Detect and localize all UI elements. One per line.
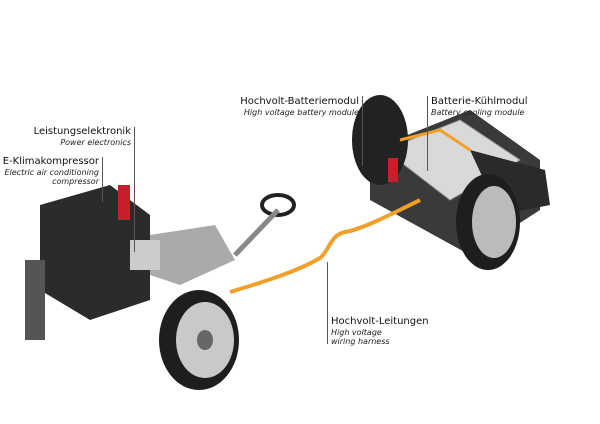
rear-spring [388, 158, 398, 182]
leader-line-battery-module [362, 96, 363, 166]
label-en: Electric air conditioning [4, 167, 99, 177]
label-power-electronics: Leistungselektronik Power electronics [34, 126, 131, 147]
power-electronics [130, 240, 160, 270]
leader-line-wiring [327, 262, 328, 344]
label-de: Hochvolt-Batteriemodul [240, 96, 359, 107]
leader-line-battery-cooling [427, 96, 428, 171]
label-battery-cooling: Batterie-Kühlmodul Battery cooling modul… [431, 96, 527, 117]
label-de: Leistungselektronik [33, 126, 131, 137]
rear-left-tire [352, 95, 408, 185]
label-en: High voltage [331, 327, 382, 337]
cooling-module [470, 150, 550, 215]
steering-wheel [260, 193, 296, 217]
label-de: Hochvolt-Leitungen [331, 316, 429, 327]
leader-line-power-electronics [134, 127, 135, 252]
label-de: E-Klimakompressor [2, 156, 99, 167]
rear-axle [352, 95, 550, 270]
front-powertrain [25, 185, 239, 390]
front-spring [118, 185, 130, 220]
steering [233, 193, 296, 257]
label-wiring: Hochvolt-Leitungen High voltage wiring h… [331, 316, 429, 346]
label-en: Power electronics [60, 137, 131, 147]
hv-cable [229, 198, 421, 294]
label-de: Batterie-Kühlmodul [431, 96, 528, 107]
label-battery-module: Hochvolt-Batteriemodul High voltage batt… [240, 96, 359, 117]
label-en: wiring harness [331, 336, 390, 346]
intercooler [25, 260, 45, 340]
label-en: Battery cooling module [431, 107, 525, 117]
label-en: compressor [52, 176, 99, 186]
leader-line-ac-compressor [102, 157, 103, 202]
label-en: High voltage battery module [243, 107, 359, 117]
label-ac-compressor: E-Klimakompressor Electric air condition… [3, 156, 99, 186]
transmission [150, 225, 235, 285]
